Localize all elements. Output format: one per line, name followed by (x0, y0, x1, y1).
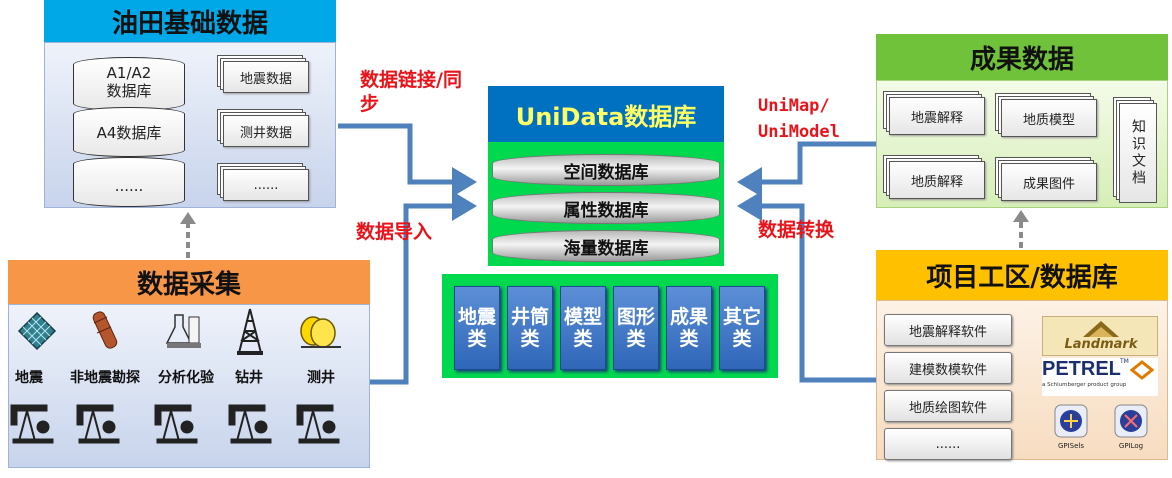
label-unimap: UniMap/ (758, 96, 830, 116)
gpilog-logo-text: GPILog (1118, 442, 1144, 450)
logging-reel-icon (300, 316, 341, 348)
arrow-unimap (737, 141, 876, 197)
basic-data-header: 油田基础数据 (44, 0, 336, 42)
results-panel: 地震解释 地质模型 地质解释 成果图件 知识文档 (876, 80, 1168, 208)
database-a1a2-label1: A1/A2 (106, 64, 152, 82)
arrow-link-sync (338, 123, 477, 197)
doc-result-maps: 成果图件 (1001, 163, 1097, 201)
arrow-import (370, 191, 477, 385)
doc-logging-data: 测井数据 (223, 115, 309, 147)
petrel-logo-text: PETREL (1042, 358, 1121, 380)
petrel-logo: PETREL TM a Schlumberger product group (1042, 358, 1158, 396)
software-geological-mapping: 地质绘图软件 (884, 390, 1012, 422)
center-title: UniData数据库 (515, 102, 697, 131)
doc-seismic-data: 地震数据 (223, 61, 309, 93)
category-result: 成果类 (666, 286, 712, 370)
doc-seismic-interpretation: 地震解释 (889, 97, 985, 135)
drilling-rig-icon (237, 308, 263, 355)
database-more: ...... (73, 157, 185, 207)
results-title: 成果数据 (969, 44, 1074, 75)
center-header: UniData数据库 (488, 86, 724, 142)
category-other: 其它类 (719, 286, 765, 370)
gpilog-logo: GPILog (1104, 404, 1158, 454)
pumpjack-icons (10, 404, 340, 444)
database-a1a2: A1/A2 数据库 (73, 57, 185, 111)
doc-geological-model: 地质模型 (1001, 99, 1097, 137)
landmark-logo: Landmark (1042, 316, 1158, 356)
core-sample-icon (92, 311, 118, 349)
layer-spatial-db: 空间数据库 (492, 154, 720, 186)
layer-attribute-db: 属性数据库 (492, 192, 720, 224)
collection-panel: 地震 非地震勘探 分析化验 钻井 测井 (8, 304, 370, 468)
landmark-logo-text: Landmark (1064, 337, 1138, 352)
category-wellbore: 井筒类 (507, 286, 553, 370)
lab-analysis-icon (165, 314, 201, 348)
database-a4: A4数据库 (73, 107, 185, 157)
category-seismic: 地震类 (454, 286, 500, 370)
software-more: ...... (884, 428, 1012, 460)
gpisels-logo-text: GPISels (1057, 442, 1085, 450)
petrel-logo-sub: a Schlumberger product group (1042, 382, 1127, 388)
collection-item-logging: 测井 (307, 370, 335, 386)
doc-knowledge-document: 知识文档 (1119, 103, 1157, 203)
category-model: 模型类 (560, 286, 606, 370)
database-more-label: ...... (114, 177, 144, 195)
knowledge-document-label: 知识文档 (1130, 119, 1146, 187)
category-graphic: 图形类 (613, 286, 659, 370)
label-unimodel: UniModel (758, 122, 840, 142)
collection-item-drilling: 钻井 (235, 370, 263, 386)
software-modeling-simulation: 建模数模软件 (884, 352, 1012, 384)
results-header: 成果数据 (876, 34, 1168, 80)
gpisels-logo: GPISels (1044, 404, 1098, 454)
label-import: 数据导入 (356, 221, 433, 243)
database-a4-label: A4数据库 (96, 124, 162, 142)
basic-data-panel: A1/A2 数据库 A4数据库 ...... 地震数据 测井数据 ...... (44, 42, 336, 208)
label-convert: 数据转换 (758, 219, 835, 241)
arrow-convert (737, 191, 876, 383)
collection-item-nonseismic: 非地震勘探 (70, 370, 140, 386)
collection-header: 数据采集 (8, 260, 370, 304)
basic-data-title: 油田基础数据 (111, 8, 268, 39)
doc-geological-interpretation: 地质解释 (889, 161, 985, 199)
project-title: 项目工区/数据库 (926, 262, 1118, 293)
doc-more: ...... (223, 169, 309, 201)
database-a1a2-label2: 数据库 (106, 82, 152, 100)
collection-title: 数据采集 (136, 269, 241, 300)
petrel-mark-icon (1130, 360, 1154, 380)
collection-item-lab: 分析化验 (158, 370, 214, 386)
seismic-grid-icon (17, 311, 57, 351)
project-header: 项目工区/数据库 (876, 250, 1168, 300)
software-seismic-interpretation: 地震解释软件 (884, 314, 1012, 346)
label-link-sync: 数据链接/同步 (360, 69, 462, 115)
petrel-logo-tm: TM (1120, 358, 1129, 365)
collection-item-seismic: 地震 (15, 370, 43, 386)
layer-mass-db: 海量数据库 (492, 230, 720, 262)
